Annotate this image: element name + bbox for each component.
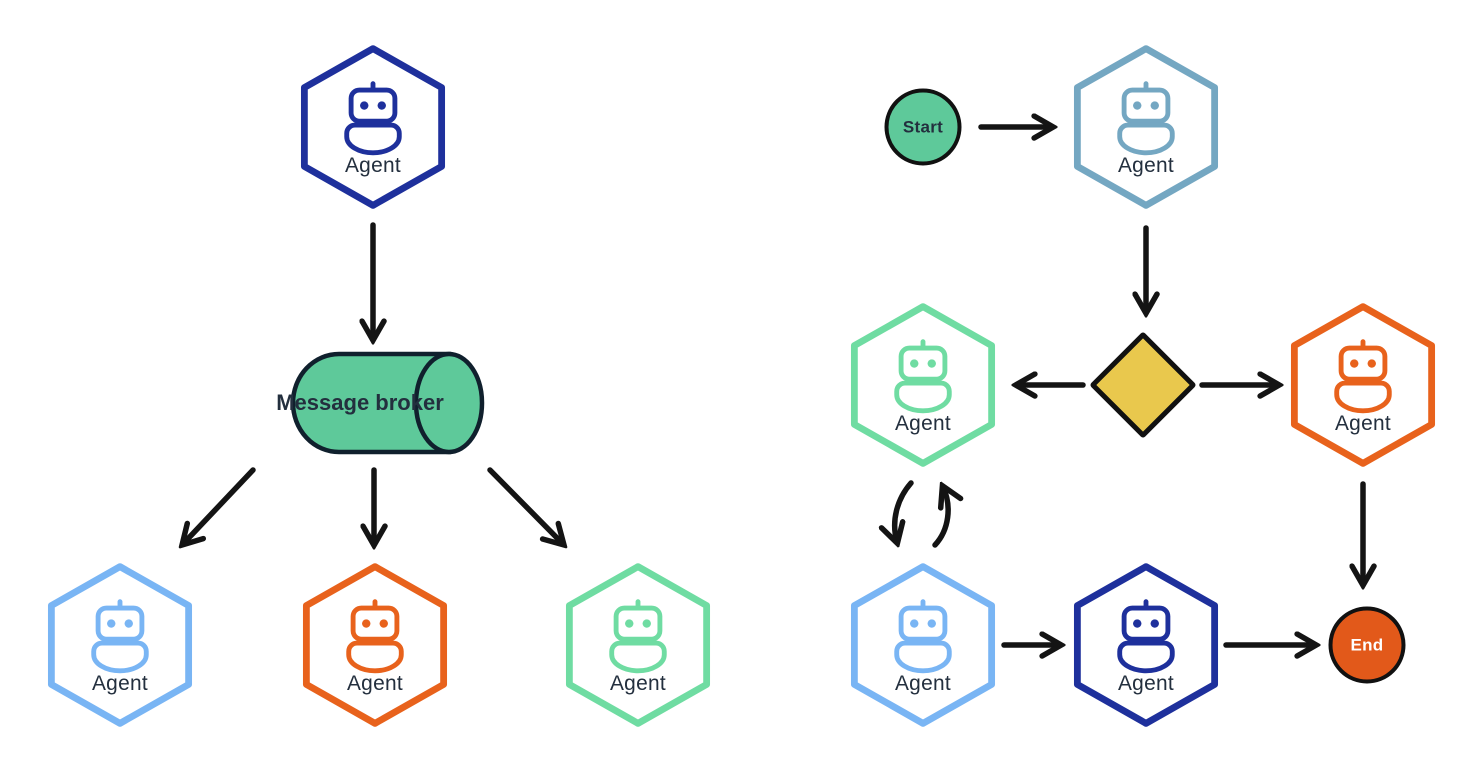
coordinator-agent-node: Agent xyxy=(300,44,446,210)
worker-agent-node-2: Agent xyxy=(302,562,448,728)
end-node: End xyxy=(1328,606,1406,684)
worker-agent-node-3: Agent xyxy=(565,562,711,728)
entry-agent-node: Agent xyxy=(1073,44,1219,210)
start-node: Start xyxy=(884,88,962,166)
node-label: Agent xyxy=(92,672,148,695)
node-label: Agent xyxy=(1335,412,1391,435)
node-label: Agent xyxy=(345,154,401,177)
robot-icon xyxy=(1117,81,1175,156)
branch-left-agent-node: Agent xyxy=(850,302,996,468)
robot-icon xyxy=(344,81,402,156)
arrow-broker-to-worker-1 xyxy=(183,467,256,544)
node-label: Agent xyxy=(1118,154,1174,177)
robot-icon xyxy=(894,339,952,414)
end-label: End xyxy=(1350,635,1384,654)
cylinder-body xyxy=(290,351,452,455)
robot-icon xyxy=(346,599,404,674)
robot-icon xyxy=(91,599,149,674)
message-broker-node: Message broker xyxy=(259,350,489,456)
final-agent-node: Agent xyxy=(1073,562,1219,728)
node-label: Agent xyxy=(1118,672,1174,695)
robot-icon xyxy=(609,599,667,674)
robot-icon xyxy=(1334,339,1392,414)
node-label: Agent xyxy=(895,412,951,435)
branch-right-agent-node: Agent xyxy=(1290,302,1436,468)
loop-agent-node: Agent xyxy=(850,562,996,728)
message-broker-label: Message broker xyxy=(276,390,444,416)
arrow-broker-to-worker-3 xyxy=(487,467,563,544)
node-label: Agent xyxy=(610,672,666,695)
node-label: Agent xyxy=(895,672,951,695)
loop-arrow-up xyxy=(932,487,948,548)
robot-icon xyxy=(1117,599,1175,674)
cylinder-cap xyxy=(413,351,485,455)
loop-arrow-down xyxy=(895,480,914,542)
worker-agent-node-1: Agent xyxy=(47,562,193,728)
start-label: Start xyxy=(902,117,944,136)
robot-icon xyxy=(894,599,952,674)
node-label: Agent xyxy=(347,672,403,695)
